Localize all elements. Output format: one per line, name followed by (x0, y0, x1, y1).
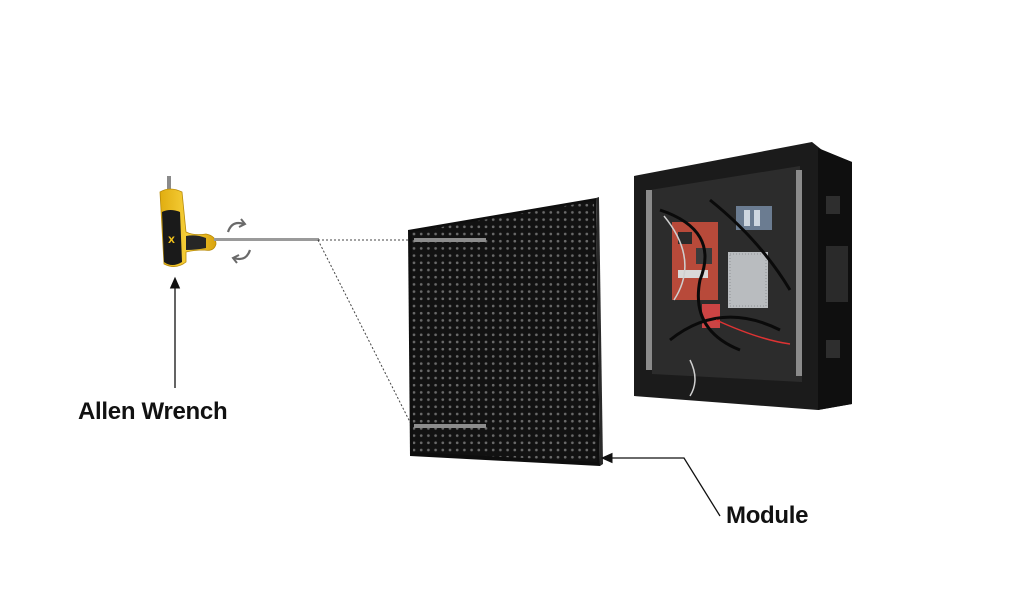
module-arrow (600, 452, 721, 517)
allen-wrench-icon: X (159, 176, 319, 267)
projection-lines (317, 239, 413, 427)
cabinet-back (634, 142, 852, 410)
svg-text:X: X (168, 236, 175, 246)
rotate-arrows-icon (226, 218, 252, 264)
module-label: Module (726, 502, 809, 529)
power-supply (728, 252, 768, 308)
control-card (672, 222, 720, 328)
allen-wrench-label: Allen Wrench (78, 398, 228, 425)
led-module-panel (408, 197, 603, 466)
